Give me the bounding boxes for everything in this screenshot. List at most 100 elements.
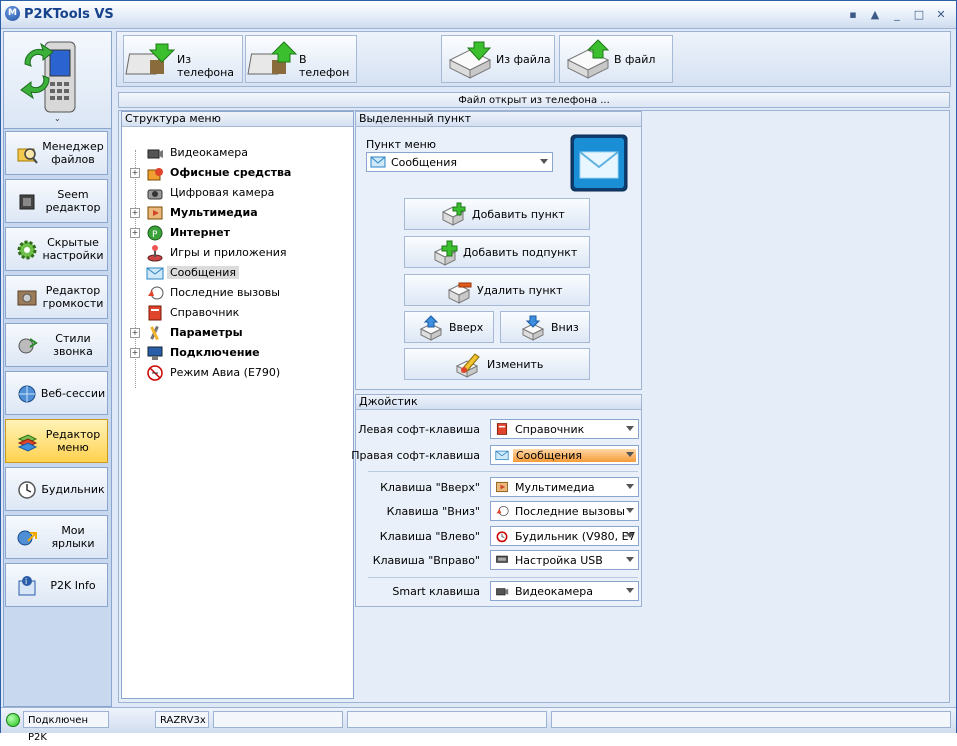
tree-item[interactable]: Сообщения — [122, 263, 352, 283]
tree-item-label: Офисные средства — [170, 166, 292, 179]
chevron-down-icon — [626, 533, 634, 538]
airplane-mode-icon — [147, 365, 163, 381]
motorola-logo-icon: M — [5, 6, 20, 21]
joystick-row-select[interactable]: Видеокамера — [490, 581, 639, 601]
delete-item-icon — [447, 282, 472, 304]
sidebar-item-1[interactable]: Seem редактор — [5, 179, 108, 223]
expand-icon[interactable]: + — [130, 228, 140, 238]
usb-icon — [496, 555, 508, 563]
move-down-button[interactable]: Вниз — [500, 311, 590, 343]
move-up-button[interactable]: Вверх — [404, 311, 494, 343]
sidebar-item-5[interactable]: Веб-сессии — [5, 371, 108, 415]
window-maximize-button[interactable]: □ — [913, 8, 925, 21]
chevron-down-icon — [540, 159, 548, 164]
tree-item-label: Игры и приложения — [170, 246, 287, 259]
edit-button[interactable]: Изменить — [404, 348, 590, 380]
add-subitem-icon — [433, 240, 458, 266]
tree-item[interactable]: Видеокамера — [122, 143, 352, 163]
sidebar-item-4[interactable]: Стили звонка — [5, 323, 108, 367]
sidebar-item-2[interactable]: Скрытые настройки — [5, 227, 108, 271]
tree-item[interactable]: Цифровая камера — [122, 183, 352, 203]
sidebar-item-label: Seem редактор — [45, 188, 101, 214]
expand-icon[interactable]: + — [130, 348, 140, 358]
expand-icon[interactable]: + — [130, 208, 140, 218]
window-menu-button[interactable]: ▪ — [849, 8, 857, 21]
recent-calls-icon — [496, 505, 509, 517]
add-item-icon — [441, 202, 466, 226]
menu-item-select[interactable]: Сообщения — [366, 152, 553, 172]
camera-icon — [147, 189, 163, 200]
title-bar: M P2KTools VS ▪ ▲ _ □ ✕ — [1, 1, 956, 29]
sidebar-item-3[interactable]: Редактор громкости — [5, 275, 108, 319]
tree-item[interactable]: Последние вызовы — [122, 283, 352, 303]
joystick-icon — [147, 245, 163, 262]
from-phone-button[interactable]: Из телефона — [123, 35, 243, 83]
edit-pencil-icon — [455, 353, 480, 378]
sidebar-item-label: Скрытые настройки — [42, 236, 104, 262]
window-minimize-button[interactable]: _ — [894, 8, 900, 21]
to-file-button[interactable]: В файл — [559, 35, 673, 83]
delete-item-button[interactable]: Удалить пункт — [404, 274, 590, 306]
download-from-phone-icon — [125, 43, 176, 75]
joystick-row-label: Клавиша "Вниз" — [386, 505, 480, 518]
chevron-down-icon — [626, 484, 634, 489]
tree-item-label: Цифровая камера — [170, 186, 275, 199]
add-subitem-button[interactable]: Добавить подпункт — [404, 236, 590, 268]
svg-text:i: i — [25, 577, 27, 586]
joystick-row-select[interactable]: Последние вызовы — [490, 501, 639, 521]
envelope-icon — [370, 156, 386, 168]
chevron-down-icon — [626, 557, 634, 562]
toolbar: Из телефона В телефон Из файла В файл — [116, 31, 951, 87]
tree-item[interactable]: +Подключение — [122, 343, 352, 363]
phone-button[interactable]: ⌄ — [4, 32, 111, 129]
multimedia-icon — [147, 206, 163, 220]
to-phone-button[interactable]: В телефон — [245, 35, 357, 83]
tree-item[interactable]: Игры и приложения — [122, 243, 352, 263]
add-item-button[interactable]: Добавить пункт — [404, 198, 590, 230]
status-bar: Подключен P2K RAZRV3x — [1, 707, 956, 743]
sidebar-item-0[interactable]: Менеджер файлов — [5, 131, 108, 175]
tree-item[interactable]: + Офисные средства — [122, 163, 352, 183]
gear-icon — [17, 240, 37, 260]
phonebook-icon — [148, 305, 162, 321]
menu-structure-header: Структура меню — [122, 112, 353, 127]
joystick-row-label: Левая софт-клавиша — [358, 423, 480, 436]
speaker-icon — [17, 290, 37, 306]
expand-icon[interactable]: + — [130, 328, 140, 338]
window-close-button[interactable]: ✕ — [936, 8, 946, 21]
chevron-down-icon — [626, 508, 634, 513]
tree-item[interactable]: Справочник — [122, 303, 352, 323]
sidebar-item-label: Редактор громкости — [42, 284, 104, 310]
window-rollup-button[interactable]: ▲ — [870, 8, 880, 21]
tree-item[interactable]: + Параметры — [122, 323, 352, 343]
file-status-line: Файл открыт из телефона ... — [118, 92, 950, 108]
sidebar-item-label: Веб-сессии — [40, 386, 106, 400]
tree-item-label: Справочник — [170, 306, 240, 319]
chevron-down-icon — [626, 452, 634, 457]
tree-item[interactable]: Режим Авиа (E790) — [122, 363, 352, 383]
joystick-row-select[interactable]: Сообщения — [490, 445, 639, 465]
tree-item-label: Параметры — [170, 326, 243, 339]
sidebar-item-7[interactable]: Будильник — [5, 467, 108, 511]
tree-item[interactable]: +Мультимедиа — [122, 203, 352, 223]
sidebar-item-6[interactable]: Редактор меню — [5, 419, 108, 463]
menu-editor-icon — [17, 434, 38, 452]
joystick-row-select[interactable]: Справочник — [490, 419, 639, 439]
sidebar-item-label: Менеджер файлов — [42, 140, 104, 166]
joystick-row-label: Клавиша "Вправо" — [372, 554, 480, 567]
envelope-icon — [495, 450, 509, 461]
expand-icon[interactable]: + — [130, 168, 140, 178]
joystick-row-select[interactable]: Мультимедиа — [490, 477, 639, 497]
sidebar-item-8[interactable]: Мои ярлыки — [5, 515, 108, 559]
office-icon — [147, 168, 163, 181]
from-file-button[interactable]: Из файла — [441, 35, 555, 83]
ringtone-icon — [18, 338, 38, 354]
video-camera-icon — [147, 149, 163, 159]
joystick-row-select[interactable]: Настройка USB — [490, 550, 639, 570]
chevron-down-icon — [626, 426, 634, 431]
sidebar-item-label: Мои ярлыки — [51, 524, 95, 550]
joystick-row-select[interactable]: Будильник (V980, E7 — [490, 526, 639, 546]
video-camera-icon — [496, 588, 509, 596]
